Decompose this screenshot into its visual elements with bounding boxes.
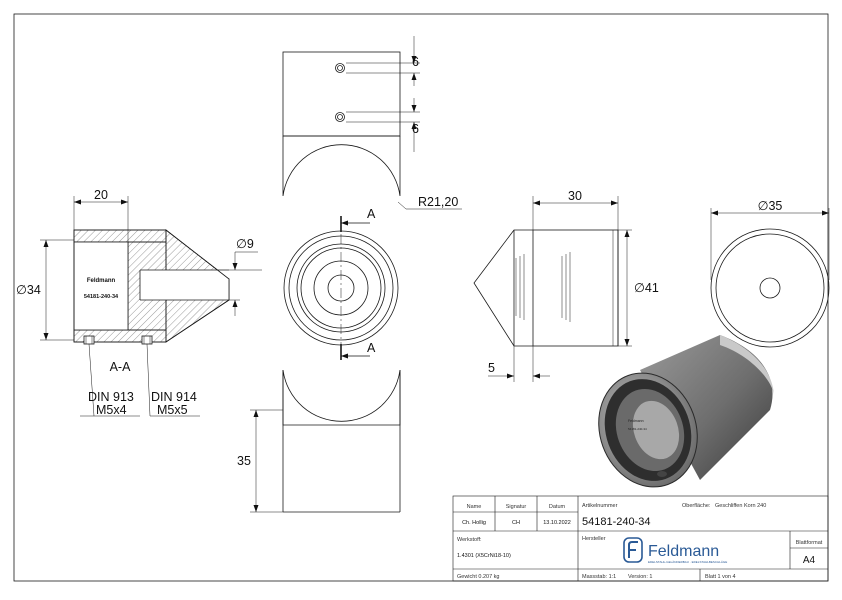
dim-side-width: 30 xyxy=(568,189,582,203)
top-view-saddle xyxy=(282,136,401,197)
dim-hole-diameter: ∅9 xyxy=(236,237,254,251)
top-view xyxy=(282,36,462,210)
render-engraving-name: Feldmann xyxy=(628,419,644,423)
dim-section-width: 20 xyxy=(94,188,108,202)
tb-name-value: Ch. Hollig xyxy=(462,520,486,526)
tb-date-value: 13.10.2022 xyxy=(543,520,571,526)
dim-section-diameter: ∅34 xyxy=(16,283,41,297)
render-engraving-number: 54181-240-34 xyxy=(628,427,647,431)
isometric-render: Feldmann 54181-240-34 xyxy=(598,335,774,488)
side-view-body xyxy=(532,229,619,347)
end-outer-circle xyxy=(710,228,830,348)
end-view xyxy=(710,208,830,348)
bottom-view xyxy=(250,369,401,513)
tb-manufacturer-label: Hersteller xyxy=(582,536,606,542)
section-hatch-top xyxy=(73,229,167,243)
engraving-name: Feldmann xyxy=(87,278,116,284)
dim-bottom-height: 35 xyxy=(237,454,251,468)
dim-side-diameter: ∅41 xyxy=(634,281,659,295)
bottom-view-saddle xyxy=(282,369,401,426)
dim-hole-spacing-top: 6 xyxy=(412,55,419,69)
section-cut-label-bottom: A xyxy=(367,341,376,355)
section-view xyxy=(40,196,262,417)
engraving-number: 54181-240-34 xyxy=(84,294,119,300)
feldmann-logo: Feldmann EDELSTAHL-GELÄNDERBAU · EDELSTA… xyxy=(623,537,727,564)
logo-tagline: EDELSTAHL-GELÄNDERBAU · EDELSTAHLBESCHLÄ… xyxy=(648,560,727,564)
tb-material-label: Werkstoff: xyxy=(457,537,482,543)
tb-surface-value: Geschliffen Korn 240 xyxy=(715,503,766,509)
tb-surface-label: Oberfläche: xyxy=(682,503,711,509)
tb-name-header: Name xyxy=(467,504,482,510)
dim-radius: R21,20 xyxy=(418,195,458,209)
screw-right-standard: DIN 914 xyxy=(151,390,197,404)
front-view xyxy=(283,216,399,360)
logo-text: Feldmann xyxy=(648,543,719,560)
dim-chamfer: 5 xyxy=(488,361,495,375)
section-label: A-A xyxy=(110,360,132,374)
dim-hole-spacing-bottom: 6 xyxy=(412,122,419,136)
tb-date-header: Datum xyxy=(549,504,566,510)
tb-article-label: Artikelnummer xyxy=(582,503,618,509)
title-block xyxy=(452,495,829,582)
dim-end-diameter: ∅35 xyxy=(758,199,783,213)
side-view xyxy=(473,196,632,382)
tb-version: Version: 1 xyxy=(628,574,652,580)
tb-sheet: Blatt 1 von 4 xyxy=(705,574,736,580)
tb-signature-header: Signatur xyxy=(506,504,527,510)
side-view-cone xyxy=(473,229,533,347)
tb-format-label: Blattformat xyxy=(796,540,823,546)
screw-hole-2 xyxy=(335,112,345,122)
tb-format-value: A4 xyxy=(803,555,816,566)
tb-material-value: 1.4301 (X5CrNi18-10) xyxy=(457,553,511,559)
tb-scale: Massstab: 1:1 xyxy=(582,574,616,580)
tb-signature-value: CH xyxy=(512,520,520,526)
tb-article-number: 54181-240-34 xyxy=(582,516,651,528)
end-center-hole xyxy=(759,277,781,299)
tb-weight: Gewicht 0.207 kg xyxy=(457,574,500,580)
screw-right-size: M5x5 xyxy=(157,403,188,417)
section-cut-label-top: A xyxy=(367,207,376,221)
top-view-body xyxy=(282,51,401,137)
screw-left-standard: DIN 913 xyxy=(88,390,134,404)
screw-left-size: M5x4 xyxy=(96,403,127,417)
screw-hole-1 xyxy=(335,63,345,73)
